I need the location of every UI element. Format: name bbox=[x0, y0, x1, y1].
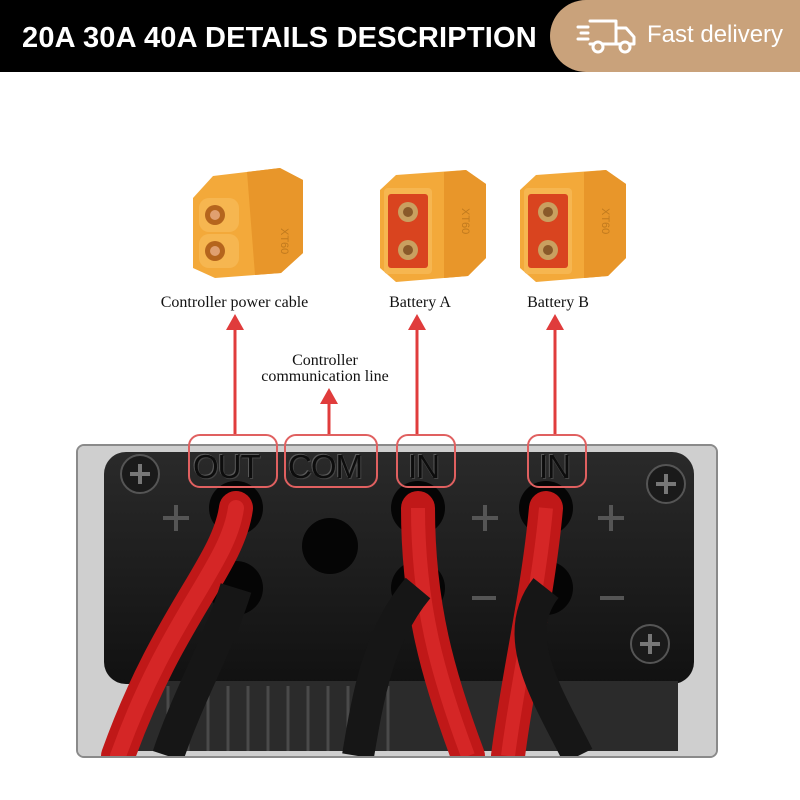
power-connector-image: XT60 bbox=[193, 168, 303, 278]
port-label-in-b: IN bbox=[539, 448, 571, 485]
controller-photo: OUT COM IN IN bbox=[76, 444, 718, 758]
arrow-up-icon bbox=[226, 314, 244, 330]
fast-delivery-badge: Fast delivery bbox=[550, 0, 800, 72]
battery-b-connector-image: XT60 bbox=[520, 170, 626, 282]
port-label-com: COM bbox=[288, 448, 363, 485]
highlight-in-port-a bbox=[396, 434, 456, 488]
highlight-out-port bbox=[188, 434, 278, 488]
port-label-out: OUT bbox=[193, 448, 261, 485]
fast-delivery-label: Fast delivery bbox=[647, 21, 784, 48]
highlight-com-port bbox=[284, 434, 378, 488]
label-battery-b: Battery B bbox=[527, 294, 589, 311]
svg-text:XT60: XT60 bbox=[599, 208, 611, 234]
battery-a-connector-image: XT60 bbox=[380, 170, 486, 282]
arrow-up-icon bbox=[320, 388, 338, 404]
header-bar: 20A 30A 40A DETAILS DESCRIPTION Fast del… bbox=[0, 0, 800, 72]
svg-text:XT60: XT60 bbox=[278, 228, 290, 254]
page-title: 20A 30A 40A DETAILS DESCRIPTION bbox=[22, 22, 537, 54]
highlight-in-port-b bbox=[527, 434, 587, 488]
label-communication-line: Controller communication line bbox=[250, 353, 400, 385]
controller-illustration bbox=[78, 446, 716, 756]
label-battery-a: Battery A bbox=[389, 294, 451, 311]
label-controller-power-cable: Controller power cable bbox=[160, 294, 309, 311]
label-com-line-2: communication line bbox=[261, 368, 389, 385]
arrow-up-icon bbox=[546, 314, 564, 330]
screw-icon bbox=[120, 454, 686, 664]
fast-truck-icon bbox=[576, 19, 636, 54]
svg-text:XT60: XT60 bbox=[459, 208, 471, 234]
label-com-line-1: Controller bbox=[292, 352, 358, 369]
arrow-up-icon bbox=[408, 314, 426, 330]
port-label-in-a: IN bbox=[408, 448, 440, 485]
